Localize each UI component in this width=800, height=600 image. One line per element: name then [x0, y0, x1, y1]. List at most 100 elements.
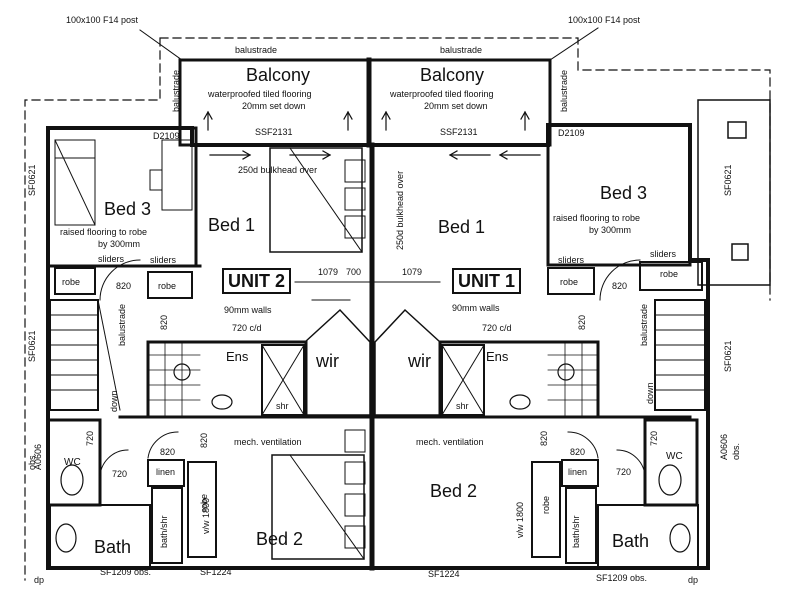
right-dim-820-1: 820 [612, 281, 628, 291]
balcony-note2-left: 20mm set down [242, 101, 306, 111]
door-d2109-left: D2109 [153, 131, 180, 141]
left-sliders-1: sliders [98, 254, 125, 264]
right-shower [441, 344, 485, 416]
left-bed3-label: Bed 3 [104, 199, 152, 219]
left-robe-vert: robe [199, 493, 209, 512]
post-label-left: 100x100 F14 post [66, 15, 139, 25]
right-robe [547, 267, 595, 295]
bulkhead-note: 250d bulkhead over [238, 165, 318, 175]
left-robe2 [147, 271, 193, 299]
left-dim-820-1: 820 [116, 281, 132, 291]
left-robe3 [187, 461, 217, 558]
right-stair [654, 299, 706, 411]
right-raised-note1: raised flooring to robe [553, 213, 641, 223]
dim-700: 700 [346, 267, 362, 277]
right-robe-label-1: robe [560, 277, 579, 287]
right-ens-door-820: 820 [577, 314, 587, 330]
left-linen-label: linen [156, 467, 176, 477]
left-bed1-label: Bed 1 [208, 215, 256, 235]
balcony-title-left: Balcony [246, 65, 311, 85]
left-ens-basin [211, 394, 233, 410]
left-door-820-vert: 820 [199, 432, 209, 448]
left-90mm-walls: 90mm walls [224, 305, 272, 315]
right-window-obs: obs. [731, 442, 741, 460]
right-stair-down: down [645, 382, 655, 404]
right-window-sf0621-lower: SF0621 [723, 340, 733, 372]
right-mech-vent: mech. ventilation [416, 437, 484, 447]
left-wc-720: 720 [85, 430, 95, 446]
right-bed3-wall [546, 123, 692, 267]
left-wir-label: wir [316, 351, 339, 371]
right-raised-note2: by 300mm [589, 225, 632, 235]
right-stair-balustrade: balustrade [639, 303, 649, 346]
right-robe-label-2: robe [660, 269, 679, 279]
dp-right: dp [688, 575, 699, 585]
left-bath-label: Bath [94, 537, 132, 557]
left-window-obs: obs. [27, 452, 37, 470]
balcony-note2-right: 20mm set down [424, 101, 488, 111]
right-dim-720: 720 [616, 467, 632, 477]
right-robe3 [531, 461, 561, 558]
balcony-note1-left: waterproofed tiled flooring [208, 89, 312, 99]
right-wir-label: wir [408, 351, 431, 371]
left-bed2-label: Bed 2 [256, 529, 304, 549]
center-bulkhead-vert: 250d bulkhead over [395, 170, 405, 250]
right-wc-720: 720 [649, 430, 659, 446]
right-wc-label: WC [666, 451, 683, 462]
left-720-cd: 720 c/d [232, 323, 262, 333]
right-sliders-1: sliders [558, 255, 585, 265]
left-sliders-2: sliders [150, 255, 177, 265]
left-robe-label-1: robe [62, 277, 81, 287]
door-d2109-right: D2109 [558, 128, 585, 138]
left-raised-note1: raised flooring to robe [60, 227, 148, 237]
right-window-a0606: A0606 [719, 433, 729, 460]
right-window-sf0621-upper: SF0621 [723, 164, 733, 196]
left-shr-label: shr [276, 401, 289, 411]
dim-1079-right: 1079 [402, 267, 423, 277]
unit1-label: UNIT 1 [452, 268, 522, 294]
balcony-outline [178, 58, 552, 147]
right-bed3-label: Bed 3 [600, 183, 648, 203]
window-sf1209-right: SF1209 obs. [596, 573, 648, 583]
left-window-sf0621-lower: SF0621 [27, 330, 37, 362]
left-bed2-bed [271, 454, 365, 560]
left-dim-720: 720 [112, 469, 128, 479]
balcony-dashed-outline [24, 37, 771, 581]
post-label-right: 100x100 F14 post [568, 15, 641, 25]
right-dim-820-2: 820 [570, 447, 586, 457]
left-bath [49, 504, 151, 568]
dim-1079-left: 1079 [318, 267, 339, 277]
left-bed3-desk [161, 139, 193, 211]
right-wir [374, 308, 442, 416]
right-bed2-label: Bed 2 [430, 481, 478, 501]
right-bed1-label: Bed 1 [438, 217, 486, 237]
right-vw-1800: v/w 1800 [515, 501, 525, 538]
left-ens-label: Ens [226, 349, 249, 364]
window-sf1209-left: SF1209 obs. [100, 567, 152, 577]
left-wc-label: WC [64, 457, 81, 468]
right-bath [597, 504, 699, 568]
left-stair [49, 299, 99, 411]
right-robe2 [639, 261, 703, 291]
right-sliders-2: sliders [650, 249, 677, 259]
right-external-box [697, 99, 771, 286]
left-bath-shr: bath/shr [159, 515, 169, 548]
right-bath-shr: bath/shr [571, 515, 581, 548]
window-ssf2131-left: SSF2131 [255, 127, 293, 137]
window-ssf2131-right: SSF2131 [440, 127, 478, 137]
left-ens-door-820: 820 [159, 314, 169, 330]
right-bath-label: Bath [612, 531, 650, 551]
left-robe-label-2: robe [158, 281, 177, 291]
balustrade-label-left: balustrade [235, 45, 278, 55]
balcony-title-right: Balcony [420, 65, 485, 85]
balcony-note1-right: waterproofed tiled flooring [390, 89, 494, 99]
window-sf1224-left: SF1224 [200, 567, 232, 577]
right-balustrade-vert: balustrade [559, 69, 569, 112]
left-window-sf0621-upper: SF0621 [27, 164, 37, 196]
window-sf1224-right: SF1224 [428, 569, 460, 579]
right-shr-label: shr [456, 401, 469, 411]
left-mech-vent: mech. ventilation [234, 437, 302, 447]
left-door-820 [99, 259, 141, 301]
right-ensuite [438, 340, 600, 419]
